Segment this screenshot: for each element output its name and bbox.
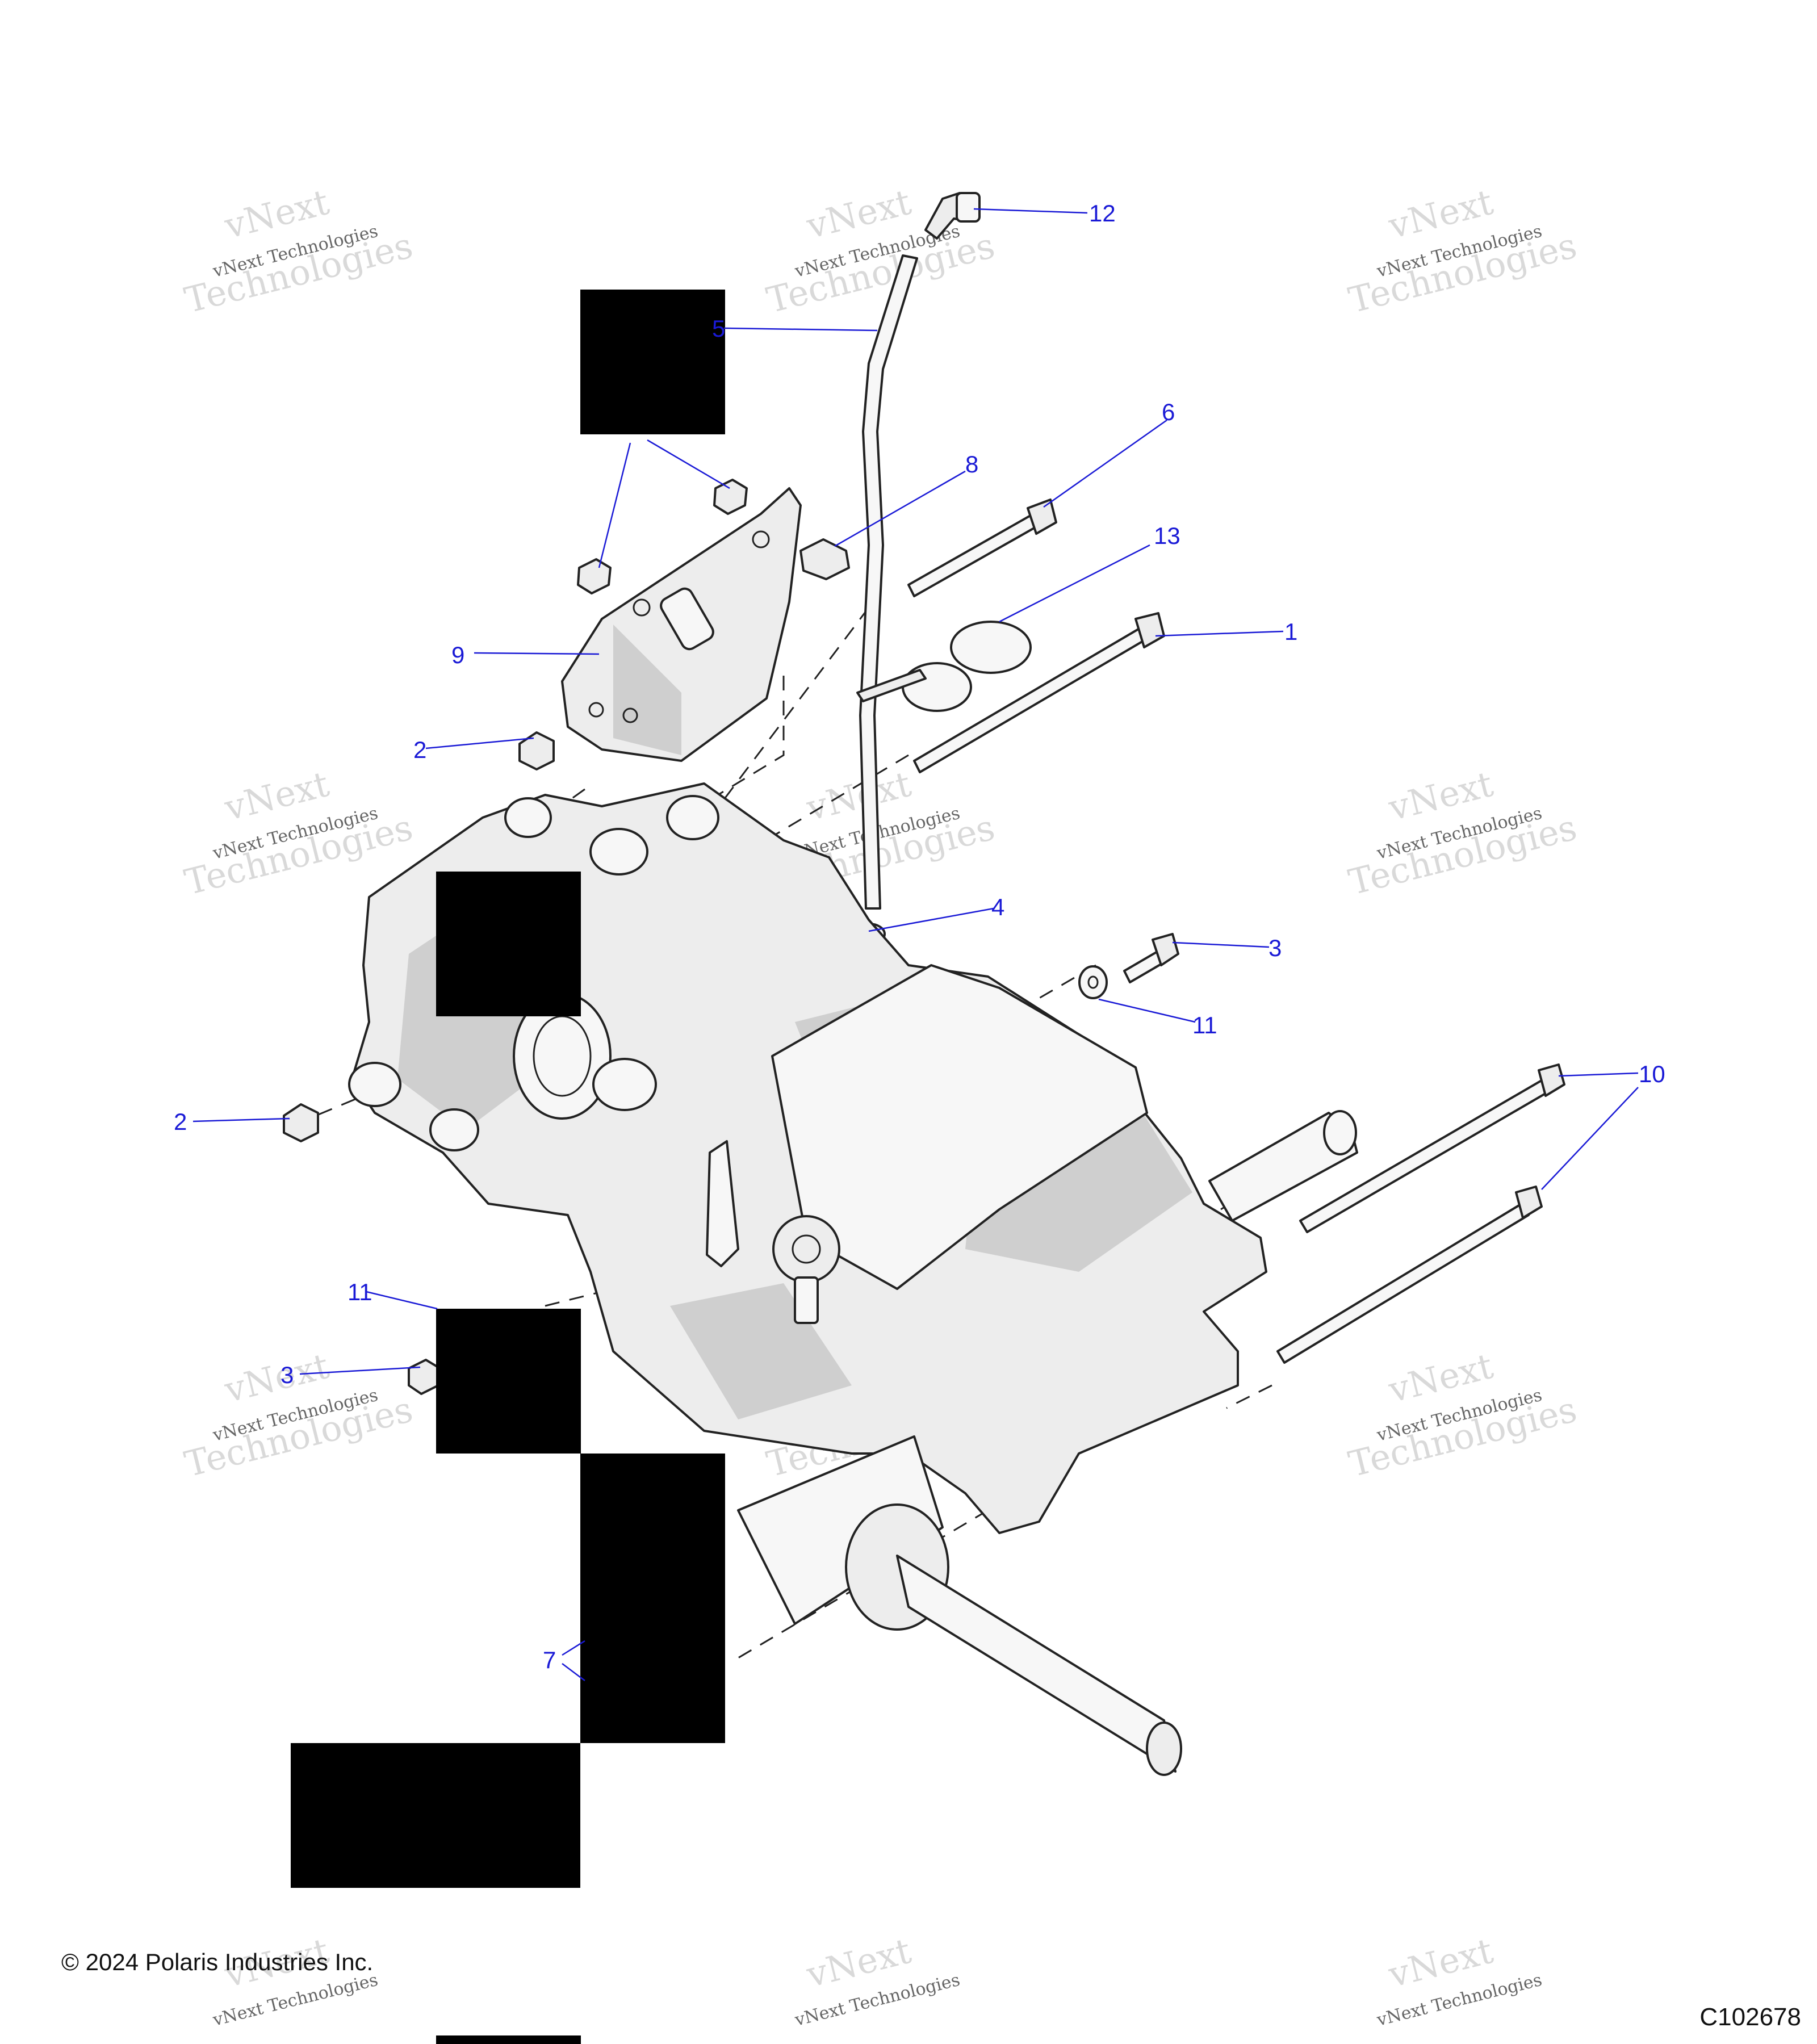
callout-3-lower: 3: [280, 1362, 294, 1388]
callout-12: 12: [1089, 200, 1116, 227]
redaction-block: [436, 1309, 581, 1454]
bolt-part-6: [907, 499, 1057, 597]
bolt-part-3-lower: [408, 1359, 441, 1395]
watermark: vNext vNext Technologies Technologies: [763, 181, 999, 321]
watermark: vNext vNext Technologies Technologies: [1345, 181, 1581, 321]
svg-text:Technologies: Technologies: [763, 224, 999, 321]
bolt-part-3-upper: [1123, 933, 1179, 983]
svg-text:Technologies: Technologies: [181, 224, 417, 321]
watermark: vNext vNext Technologies Technologies: [181, 1345, 417, 1485]
elbow-fitting-part-12: [924, 192, 981, 240]
callout-4: 4: [991, 894, 1004, 920]
vent-hose-part-5: [859, 254, 918, 910]
redaction-blocks: [291, 290, 725, 2044]
svg-text:Technologies: Technologies: [1345, 1388, 1581, 1485]
callout-2-upper: 2: [413, 736, 426, 763]
washer-part-11: [1078, 965, 1108, 999]
callout-3-upper: 3: [1268, 935, 1282, 961]
long-bolt-part-10-upper: [1299, 1063, 1565, 1233]
callout-11-lower: 11: [348, 1279, 372, 1305]
watermark: vNext vNext Technologies: [1375, 1930, 1544, 2030]
bracket-nut-upper: [713, 479, 748, 515]
callout-2-lower: 2: [174, 1108, 187, 1135]
long-bolt-part-1: [913, 612, 1165, 773]
callout-13: 13: [1154, 522, 1180, 549]
nut-part-2-upper: [518, 731, 555, 770]
watermark: vNext vNext Technologies Technologies: [1345, 1345, 1581, 1485]
callout-6: 6: [1162, 399, 1175, 425]
callout-8: 8: [965, 451, 978, 478]
watermark: vNext vNext Technologies Technologies: [1345, 763, 1581, 903]
watermark: vNext vNext Technologies: [793, 1930, 962, 2030]
svg-text:Technologies: Technologies: [1345, 806, 1581, 903]
callout-7: 7: [543, 1647, 556, 1673]
redaction-block: [580, 290, 725, 434]
svg-text:Technologies: Technologies: [1345, 224, 1581, 321]
long-bolt-part-10-lower: [1276, 1186, 1543, 1364]
redaction-block: [580, 1454, 725, 1743]
callout-5: 5: [712, 315, 725, 342]
nut-part-2-lower: [283, 1103, 319, 1142]
bracket-nut-lower: [577, 558, 612, 594]
clamp-part-13: [856, 621, 1032, 712]
mounting-bracket-part-9: [561, 487, 802, 762]
callout-labels: 12 5 6 8 13 1 9 2 4 3 11 10 2 11 3 7: [174, 200, 1665, 1673]
watermark: vNext vNext Technologies Technologies: [181, 181, 417, 321]
svg-text:Technologies: Technologies: [181, 1388, 417, 1485]
watermark: vNext vNext Technologies Technologies: [181, 763, 417, 903]
copyright-notice: © 2024 Polaris Industries Inc.: [61, 1949, 374, 1975]
leader-lines: [192, 208, 1639, 1681]
callout-10: 10: [1639, 1061, 1665, 1087]
redaction-block: [436, 2035, 581, 2044]
callout-11-upper: 11: [1192, 1012, 1217, 1038]
hose-coupler-part-8: [799, 538, 850, 580]
redaction-block: [291, 1743, 580, 1888]
callout-1: 1: [1284, 618, 1297, 645]
callout-9: 9: [451, 642, 464, 668]
redaction-block: [436, 872, 581, 1016]
diagram-code: C102678: [1699, 2003, 1801, 2031]
axle-tube: [737, 1435, 1182, 1776]
